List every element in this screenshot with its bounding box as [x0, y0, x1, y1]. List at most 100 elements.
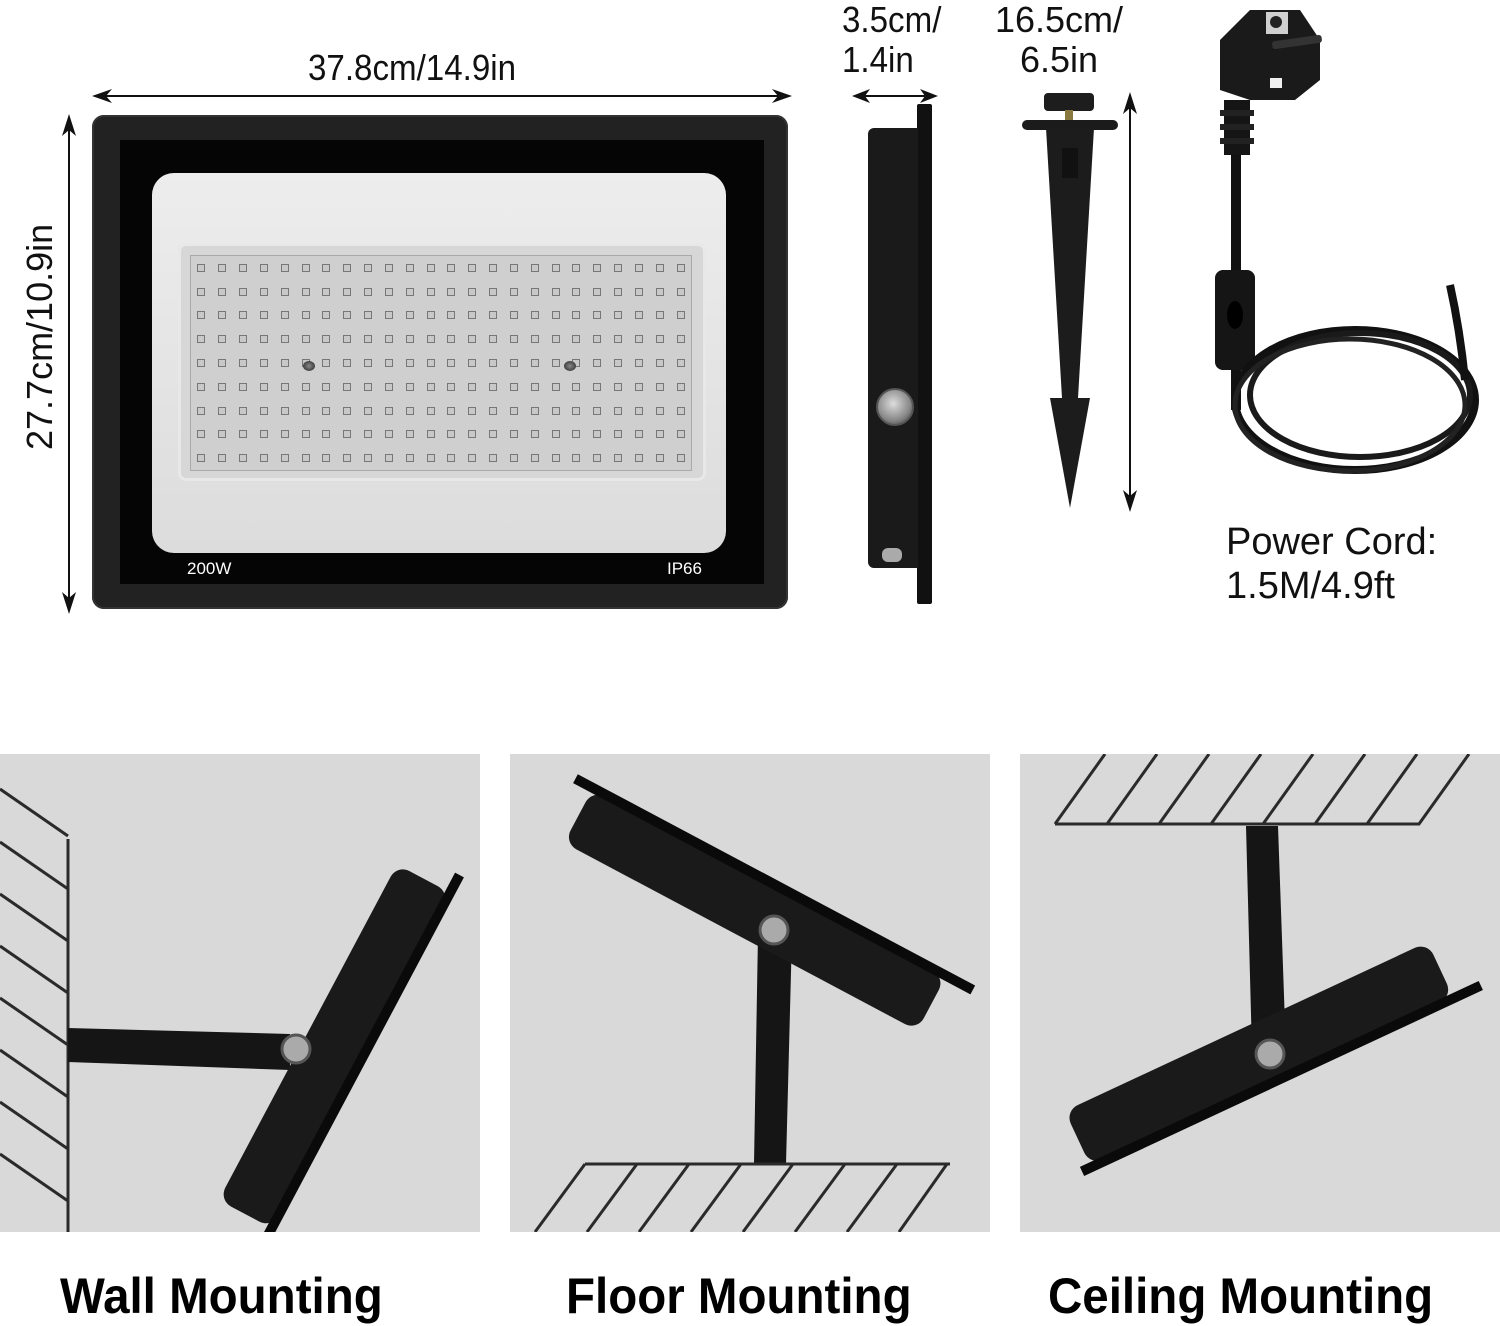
- led-chip-icon: [197, 287, 206, 296]
- led-chip-icon: [655, 287, 664, 296]
- led-chip-icon: [364, 382, 373, 391]
- spike-rim: [1022, 120, 1118, 130]
- led-chip-icon: [259, 382, 268, 391]
- led-chip-icon: [218, 454, 227, 463]
- led-chip-icon: [343, 430, 352, 439]
- bolt-icon: [280, 1033, 312, 1065]
- led-chip-icon: [405, 358, 414, 367]
- led-chip-icon: [468, 382, 477, 391]
- led-chip-icon: [322, 263, 331, 272]
- bolt-icon: [876, 388, 914, 426]
- led-chip-icon: [572, 311, 581, 320]
- led-chip-icon: [343, 454, 352, 463]
- depth-dimension-label: 3.5cm/ 1.4in: [842, 0, 941, 80]
- led-chip-icon: [634, 382, 643, 391]
- height-dimension-arrow: [62, 114, 76, 614]
- led-chip-icon: [343, 287, 352, 296]
- led-chip-icon: [634, 311, 643, 320]
- led-chip-icon: [259, 263, 268, 272]
- led-chip-icon: [239, 311, 248, 320]
- led-chip-icon: [614, 406, 623, 415]
- led-chip-icon: [447, 454, 456, 463]
- led-chip-icon: [218, 287, 227, 296]
- width-dimension-arrow: [92, 89, 792, 103]
- led-chip-icon: [614, 335, 623, 344]
- led-chip-icon: [509, 287, 518, 296]
- led-chip-icon: [614, 287, 623, 296]
- side-front-plate: [917, 104, 932, 604]
- led-chip-icon: [489, 335, 498, 344]
- led-chip-icon: [364, 311, 373, 320]
- led-chip-icon: [593, 287, 602, 296]
- led-chip-icon: [468, 263, 477, 272]
- led-chip-icon: [489, 406, 498, 415]
- led-chip-icon: [489, 382, 498, 391]
- led-chip-icon: [551, 263, 560, 272]
- led-chip-icon: [426, 287, 435, 296]
- spike-knob-icon: [1044, 93, 1094, 111]
- led-chip-icon: [239, 406, 248, 415]
- cable-gland-icon: [882, 548, 902, 562]
- led-chip-icon: [405, 406, 414, 415]
- led-chip-icon: [634, 358, 643, 367]
- led-chip-icon: [343, 358, 352, 367]
- led-chip-icon: [426, 311, 435, 320]
- led-chip-icon: [530, 430, 539, 439]
- led-chip-icon: [634, 335, 643, 344]
- led-chip-icon: [509, 335, 518, 344]
- led-chip-icon: [280, 430, 289, 439]
- led-chip-icon: [218, 358, 227, 367]
- height-dimension-label: 27.7cm/10.9in: [19, 223, 60, 450]
- led-chip-icon: [634, 263, 643, 272]
- led-chip-icon: [343, 335, 352, 344]
- led-chip-icon: [322, 382, 331, 391]
- led-chip-icon: [405, 430, 414, 439]
- led-grid: [190, 255, 692, 471]
- led-chip-icon: [197, 382, 206, 391]
- led-chip-icon: [239, 454, 248, 463]
- led-chip-icon: [614, 430, 623, 439]
- floor-hatch-icon: [533, 1162, 950, 1232]
- led-chip-icon: [259, 287, 268, 296]
- led-chip-icon: [384, 287, 393, 296]
- led-chip-icon: [364, 430, 373, 439]
- led-chip-icon: [593, 311, 602, 320]
- led-chip-icon: [384, 406, 393, 415]
- led-chip-icon: [530, 311, 539, 320]
- led-chip-icon: [384, 430, 393, 439]
- led-chip-icon: [593, 335, 602, 344]
- depth-label-line1: 3.5cm/: [842, 0, 942, 40]
- led-chip-icon: [655, 335, 664, 344]
- led-chip-icon: [197, 406, 206, 415]
- led-chip-icon: [572, 263, 581, 272]
- led-chip-icon: [468, 335, 477, 344]
- led-chip-icon: [280, 382, 289, 391]
- led-chip-icon: [551, 335, 560, 344]
- wattage-label: 200W: [187, 559, 232, 578]
- led-chip-icon: [509, 311, 518, 320]
- led-chip-icon: [447, 358, 456, 367]
- led-chip-icon: [593, 430, 602, 439]
- led-chip-icon: [447, 311, 456, 320]
- led-chip-icon: [655, 430, 664, 439]
- led-chip-icon: [322, 287, 331, 296]
- screw-icon: [564, 361, 576, 371]
- led-chip-icon: [405, 335, 414, 344]
- led-chip-icon: [634, 287, 643, 296]
- led-chip-icon: [197, 358, 206, 367]
- led-chip-icon: [676, 311, 685, 320]
- led-chip-icon: [239, 263, 248, 272]
- depth-dimension-arrow: [852, 89, 938, 103]
- led-chip-icon: [676, 358, 685, 367]
- bolt-icon: [1254, 1038, 1286, 1070]
- led-chip-icon: [384, 311, 393, 320]
- led-chip-icon: [551, 430, 560, 439]
- led-chip-icon: [614, 358, 623, 367]
- led-chip-icon: [489, 430, 498, 439]
- eu-plug-icon: [1220, 10, 1322, 100]
- led-chip-icon: [280, 287, 289, 296]
- led-chip-icon: [405, 454, 414, 463]
- led-chip-icon: [218, 335, 227, 344]
- spike-label-line1: 16.5cm/: [994, 0, 1124, 40]
- led-chip-icon: [301, 454, 310, 463]
